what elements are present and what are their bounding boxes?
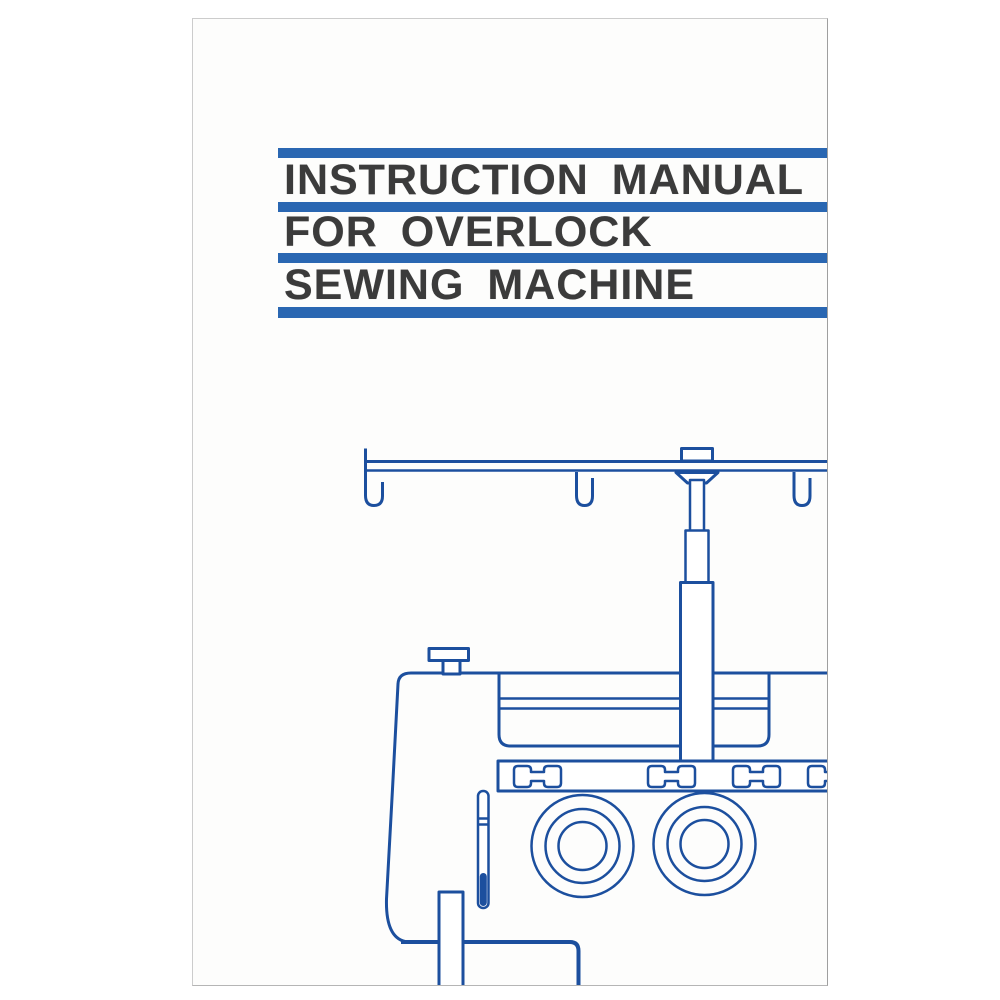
telescopic-pole-lower-segment [679, 581, 715, 763]
stitch-lever-knob [479, 873, 487, 906]
handle-recess [497, 673, 771, 748]
machine-body-outline [384, 671, 827, 985]
tension-dials [530, 791, 757, 899]
presser-column [437, 890, 465, 985]
title-divider-bar-3 [278, 253, 827, 263]
thread-guide-bar [364, 460, 827, 472]
machine-illustration [364, 447, 827, 985]
title-line-1: INSTRUCTION MANUAL [284, 156, 805, 204]
manual-cover-page: INSTRUCTION MANUAL FOR OVERLOCK SEWING M… [192, 18, 828, 986]
title-line-3: SEWING MACHINE [284, 261, 695, 309]
top-screw-knob [427, 647, 470, 676]
title-line-2: FOR OVERLOCK [284, 208, 653, 256]
title-divider-bar-top [278, 148, 827, 158]
title-divider-bar-bottom [278, 307, 827, 318]
stitch-lever-slot [476, 789, 490, 910]
telescopic-thread-stand [674, 447, 720, 584]
thread-guide-hooks [364, 448, 812, 507]
spool-pin-plate [496, 759, 827, 793]
title-divider-bar-2 [278, 202, 827, 212]
